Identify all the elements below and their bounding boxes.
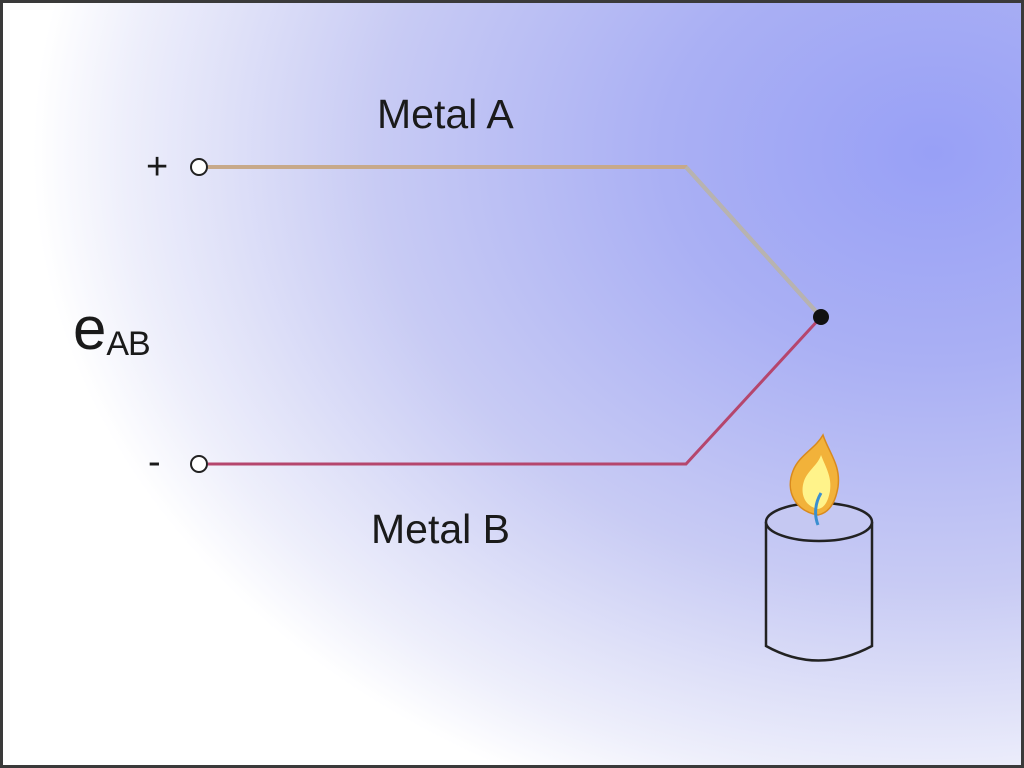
negative-terminal-label: - [148,441,161,483]
metal-a-wire [208,165,823,319]
metal-a-label: Metal A [377,91,514,137]
junction-dot [813,309,829,325]
positive-terminal-label: + [146,146,169,188]
metal-b-label: Metal B [371,506,510,552]
metal-b-wire [208,315,823,466]
emf-label: eAB [73,299,151,362]
candle-icon [764,433,874,662]
wiring-svg [190,158,874,662]
flame-inner [802,455,831,509]
candle-body [764,522,874,662]
emf-subscript: AB [106,325,150,363]
wick-icon [814,492,823,526]
metal-a-wire-diagonal [684,165,823,319]
emf-main: e [73,295,107,362]
negative-terminal-circle [190,455,208,473]
positive-terminal-circle [190,158,208,176]
